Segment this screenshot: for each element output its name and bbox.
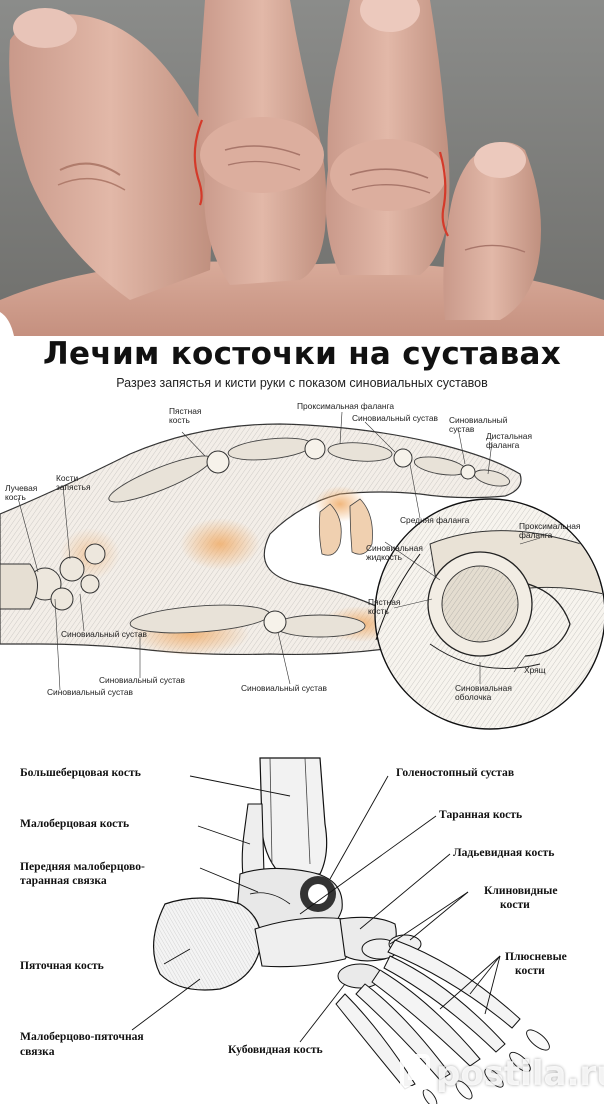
label-sinovialny-sustav-2: Синовиальный сустав [47,687,134,697]
label-sinovialny-sustav-3: Синовиальный сустав [99,675,186,685]
label-sinovialny-sustav-4: Синовиальный сустав [241,683,328,693]
label-bolshebercovaya: Большеберцовая кость [20,766,141,779]
label-kubovidnaya: Кубовидная кость [228,1043,323,1056]
hand-cross-section-illustration [0,411,604,730]
label-plyusnevye-1: Плюсневые [505,950,567,963]
label-kosti-zapyastya: Кости запястья [56,473,91,492]
label-malobercovo-pyatochnaya-1: Малоберцово-пяточная [20,1030,144,1043]
label-proksimalnaya-falanga-inset: Проксимальная фаланга [519,521,581,540]
label-perednyaya-svyazka-2: таранная связка [20,874,107,887]
fingers-photo-illustration [0,0,604,336]
label-malobercovo-pyatochnaya-2: связка [20,1045,55,1058]
postila-logo-icon [400,1054,430,1090]
label-sinovialnaya-zhidkost: Синовиальная жидкость [366,543,423,562]
label-malobercovaya: Малоберцовая кость [20,817,130,830]
label-pyastnaya-kost-inset: Пястная кость [368,597,401,616]
label-sinovialny-sustav-top: Синовиальный сустав [352,413,439,423]
label-tarannaya: Таранная кость [439,808,523,821]
label-sinovialnaya-obolochka: Синовиальная оболочка [455,683,512,702]
label-distalnaya-falanga: Дистальная фаланга [486,431,533,450]
foot-ankle-illustration [131,757,550,1108]
label-luchevaya-kost: Лучевая кость [5,483,38,502]
hand-cross-section: Пястная кость Проксимальная фаланга Сино… [0,394,604,744]
label-plyusnevye-2: кости [515,964,545,977]
label-klinovidnye-1: Клиновидные [484,884,558,897]
label-golenostopny: Голеностопный сустав [396,766,515,779]
label-pyatochnaya: Пяточная кость [20,959,104,972]
label-sinovialny-sustav-right: Синовиальный сустав [449,415,508,434]
page-title: Лечим косточки на суставах [42,336,562,372]
foot-ankle-diagram: Большеберцовая кость Малоберцовая кость … [0,744,604,1108]
label-proksimalnaya-falanga: Проксимальная фаланга [297,401,395,411]
label-hryaschi: Хрящ [524,665,546,675]
label-srednyaya-falanga: Средняя фаланга [400,515,470,525]
label-ladevidnaya: Ладьевидная кость [453,846,555,859]
label-perednyaya-svyazka-1: Передняя малоберцово- [20,860,145,873]
watermark-logo: postila.ru [396,1048,604,1100]
page-subtitle: Разрез запястья и кисти руки с показом с… [116,376,488,390]
label-pyastnaya-kost: Пястная кость [169,406,202,425]
watermark-text: postila.ru [436,1054,604,1094]
label-sinovialny-sustav-1: Синовиальный сустав [61,629,148,639]
label-klinovidnye-2: кости [500,898,530,911]
fingers-photo [0,0,604,336]
